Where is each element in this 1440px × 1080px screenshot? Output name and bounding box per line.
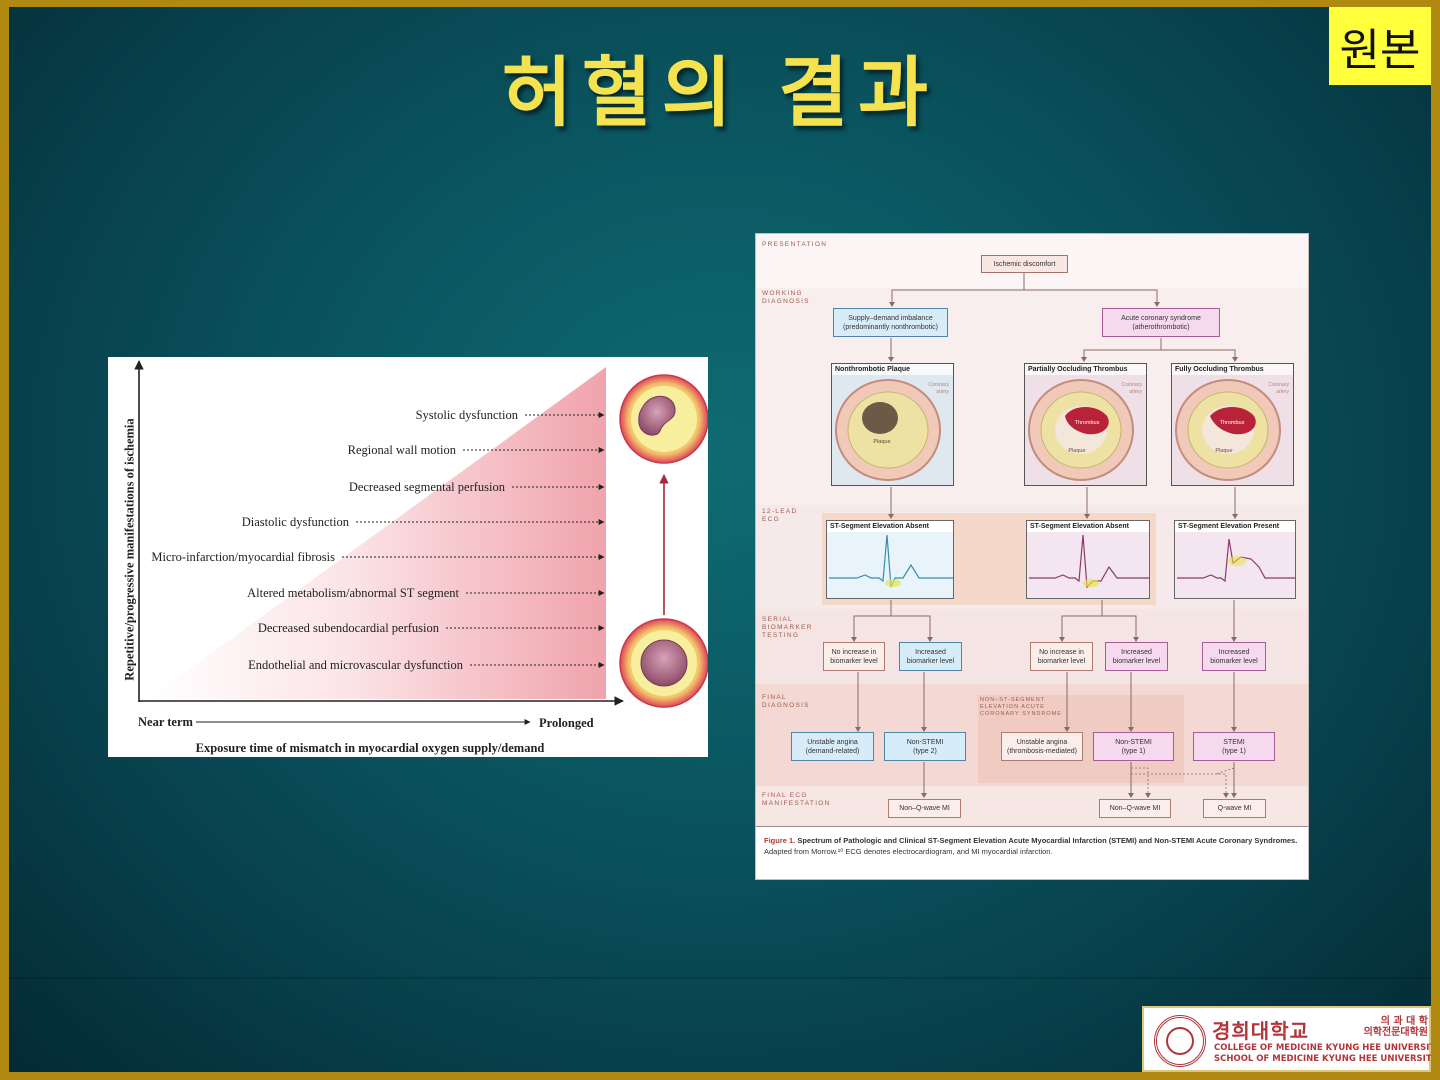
flow-connectors (851, 273, 1238, 798)
cascade-label-4: Diastolic dysfunction (242, 515, 350, 529)
logo-line-1: COLLEGE OF MEDICINE KYUNG HEE UNIVERSITY (1214, 1043, 1431, 1053)
artery-label-2: Coronary artery (1121, 382, 1142, 395)
ecg-panel-2-title: ST-Segment Elevation Absent (1027, 521, 1149, 532)
section-ecg: 12-LEAD ECG (762, 508, 798, 523)
artery-graphic-1 (835, 379, 941, 481)
figure-caption: Figure 1. Spectrum of Pathologic and Cli… (756, 826, 1308, 879)
university-logo: 경희대학교 의 과 대 학 의학전문대학원 COLLEGE OF MEDICIN… (1142, 1006, 1431, 1072)
artery-panel-3-title: Fully Occluding Thrombus (1172, 364, 1293, 375)
final-ecg-box-1: Non–Q-wave MI (888, 799, 961, 818)
ecg-panel-1-title: ST-Segment Elevation Absent (827, 521, 953, 532)
original-badge: 원본 (1329, 7, 1431, 85)
ecg-panel-3-title: ST-Segment Elevation Present (1175, 521, 1295, 532)
artery-label-1: Coronary artery (928, 382, 949, 395)
artery-panel-2-title: Partially Occluding Thrombus (1025, 364, 1146, 375)
cascade-label-1: Systolic dysfunction (416, 408, 519, 422)
cascade-label-6: Altered metabolism/abnormal ST segment (247, 586, 459, 600)
vessel-icon-bottom (619, 618, 708, 708)
final-dx-box-3: Unstable angina (thrombosis-mediated) (1001, 732, 1083, 761)
ecg-panel-2: ST-Segment Elevation Absent (1026, 520, 1150, 599)
slide: 허혈의 결과 원본 (9, 7, 1431, 1072)
final-ecg-box-3: Q-wave MI (1203, 799, 1266, 818)
plaque-label-1: Plaque (873, 439, 891, 445)
final-dx-box-5: STEMI (type 1) (1193, 732, 1275, 761)
section-working: WORKING DIAGNOSIS (762, 290, 810, 305)
ischemia-wedge (148, 367, 606, 699)
artery-panel-1: Nonthrombotic Plaque Coronary artery Pla… (831, 363, 954, 486)
plaque-label-3: Plaque (1215, 448, 1233, 454)
biomarker-box-1: No increase in biomarker level (823, 642, 885, 671)
ecg-panel-1: ST-Segment Elevation Absent (826, 520, 954, 599)
y-axis-label: Repetitive/progressive manifestations of… (122, 418, 137, 681)
section-final-dx: FINAL DIAGNOSIS (762, 694, 810, 709)
cascade-label-7: Decreased subendocardial perfusion (258, 621, 440, 635)
section-serial: SERIAL BIOMARKER TESTING (762, 616, 813, 639)
cascade-label-3: Decreased segmental perfusion (349, 480, 506, 494)
artery-graphic-3 (1175, 379, 1281, 481)
logo-name-kr: 경희대학교 (1212, 1019, 1309, 1043)
ecg-trace-1 (829, 534, 953, 588)
cascade-label-2: Regional wall motion (348, 443, 457, 457)
cascade-label-5: Micro-infarction/myocardial fibrosis (151, 550, 335, 564)
logo-line-2: SCHOOL OF MEDICINE KYUNG HEE UNIVERSITY (1214, 1054, 1431, 1064)
artery-graphic-2 (1028, 379, 1134, 481)
ischemic-discomfort-box: Ischemic discomfort (981, 255, 1068, 273)
footer-divider (9, 977, 1431, 979)
thrombus-label-3: Thrombus (1219, 420, 1245, 426)
x-end-label: Prolonged (539, 716, 594, 730)
biomarker-box-2: Increased biomarker level (899, 642, 962, 671)
slide-title: 허혈의 결과 (501, 48, 939, 137)
artery-panel-1-title: Nonthrombotic Plaque (832, 364, 953, 375)
ecg-trace-3 (1177, 538, 1295, 583)
supply-demand-box: Supply–demand imbalance (predominantly n… (833, 308, 948, 337)
nste-label: NON–ST-SEGMENT ELEVATION ACUTE CORONARY … (980, 697, 1062, 717)
caption-title: Spectrum of Pathologic and Clinical ST-S… (795, 836, 1298, 845)
ecg-panel-3: ST-Segment Elevation Present (1174, 520, 1296, 599)
biomarker-box-4: Increased biomarker level (1105, 642, 1168, 671)
artery-panel-3: Fully Occluding Thrombus Coronary artery… (1171, 363, 1294, 486)
biomarker-box-5: Increased biomarker level (1202, 642, 1266, 671)
artery-panel-2: Partially Occluding Thrombus Coronary ar… (1024, 363, 1147, 486)
caption-note: Adapted from Morrow.¹⁰ ECG denotes elect… (764, 847, 1053, 856)
plaque-label-2: Plaque (1068, 448, 1086, 454)
final-dx-box-1: Unstable angina (demand-related) (791, 732, 874, 761)
thrombus-label-2: Thrombus (1074, 420, 1100, 426)
x-axis-label: Exposure time of mismatch in myocardial … (196, 741, 545, 755)
final-dx-box-2: Non-STEMI (type 2) (884, 732, 966, 761)
ecg-trace-2 (1029, 534, 1149, 589)
vessel-icon-top (619, 374, 708, 464)
artery-label-3: Coronary artery (1268, 382, 1289, 395)
section-presentation: PRESENTATION (762, 241, 828, 248)
section-final-ecg: FINAL ECG MANIFESTATION (762, 792, 831, 807)
cascade-label-8: Endothelial and microvascular dysfunctio… (248, 658, 464, 672)
acs-spectrum-figure: PRESENTATION WORKING DIAGNOSIS 12-LEAD E… (755, 233, 1309, 880)
final-dx-box-4: Non-STEMI (type 1) (1093, 732, 1174, 761)
logo-college-kr: 의 과 대 학 의학전문대학원 (1363, 1016, 1428, 1038)
university-seal-icon (1154, 1015, 1206, 1067)
x-start-label: Near term (138, 715, 194, 729)
acs-box: Acute coronary syndrome (atherothromboti… (1102, 308, 1220, 337)
caption-figure-label: Figure 1. (764, 836, 796, 845)
final-ecg-box-2: Non–Q-wave MI (1099, 799, 1171, 818)
biomarker-box-3: No increase in biomarker level (1030, 642, 1093, 671)
